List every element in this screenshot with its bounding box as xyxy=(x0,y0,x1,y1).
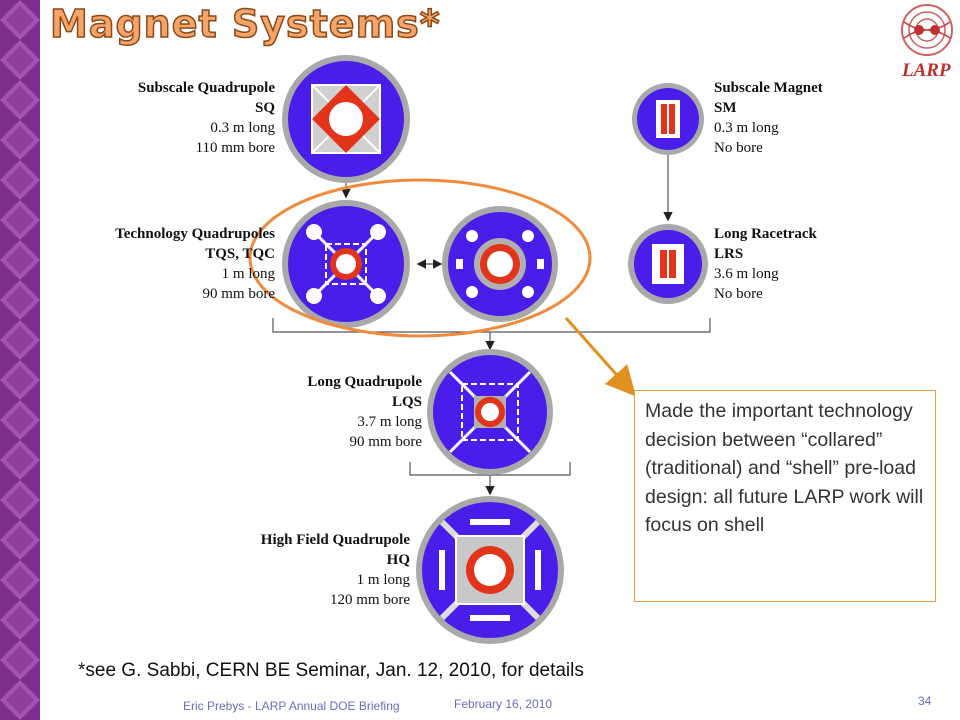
sq-magnet-icon xyxy=(282,55,410,183)
hq-label: High Field Quadrupole HQ 1 m long 120 mm… xyxy=(260,532,410,608)
sm-magnet-icon xyxy=(632,83,704,155)
sq-label: Subscale Quadrupole SQ 0.3 m long 110 mm… xyxy=(137,80,275,156)
footer-date: February 16, 2010 xyxy=(454,697,553,711)
footnote: *see G. Sabbi, CERN BE Seminar, Jan. 12,… xyxy=(78,660,584,681)
tqc-magnet-icon xyxy=(442,206,558,322)
lrs-magnet-icon xyxy=(628,224,708,304)
tq-label: Technology Quadrupoles TQS, TQC 1 m long… xyxy=(115,226,275,302)
flow-connectors xyxy=(272,155,711,496)
logo-text: LARP xyxy=(902,60,951,81)
slide-title: Magnet Systems* xyxy=(49,1,441,47)
highlight-ellipse xyxy=(248,178,592,338)
hq-magnet-icon xyxy=(416,496,564,644)
lq-label: Long Quadrupole LQS 3.7 m long 90 mm bor… xyxy=(307,374,422,450)
callout-arrow xyxy=(564,317,636,397)
callout-box: Made the important technology decision b… xyxy=(634,390,936,602)
sm-label: Subscale Magnet SM 0.3 m long No bore xyxy=(714,80,823,156)
lrs-label: Long Racetrack LRS 3.6 m long No bore xyxy=(714,226,817,302)
tqs-magnet-icon xyxy=(282,200,410,328)
decorative-sidebar xyxy=(0,0,40,720)
lqs-magnet-icon xyxy=(427,349,553,475)
larp-logo-icon xyxy=(901,4,953,56)
footer-author: Eric Prebys - LARP Annual DOE Briefing xyxy=(183,699,400,713)
page-number: 34 xyxy=(918,694,932,708)
